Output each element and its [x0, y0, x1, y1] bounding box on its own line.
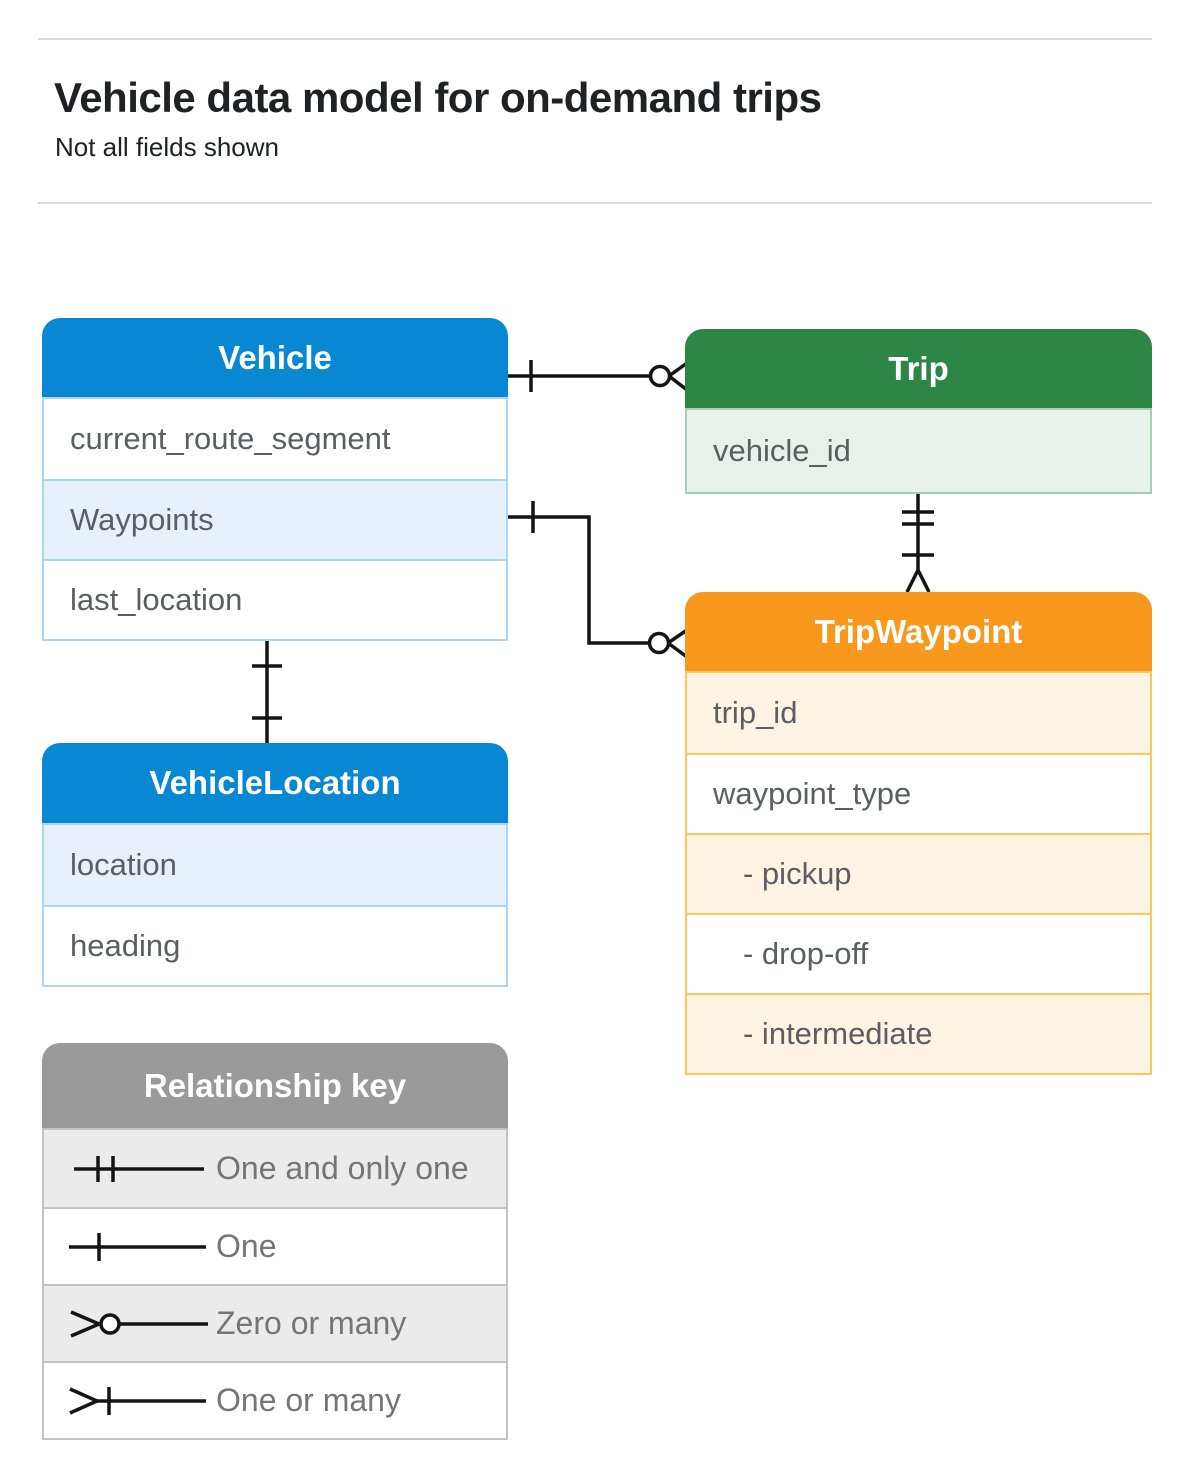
- trip-field-vehicle-id: vehicle_id: [687, 410, 1150, 492]
- legend-row-zero-or-many: Zero or many: [44, 1284, 506, 1361]
- legend-label: One and only one: [216, 1150, 469, 1186]
- connector-trip-tripwaypoint: [902, 490, 934, 593]
- connector-waypoints-tripwaypoint: [507, 501, 689, 659]
- header-divider: [38, 202, 1152, 204]
- vehiclelocation-table-header: VehicleLocation: [42, 743, 508, 823]
- tripwaypoint-value-pickup: - pickup: [687, 833, 1150, 913]
- connector-vehicle-trip: [507, 360, 689, 392]
- tripwaypoint-table-header: TripWaypoint: [685, 592, 1152, 671]
- vehicle-table-body: current_route_segment Waypoints last_loc…: [42, 397, 508, 641]
- legend-row-one-and-only-one: One and only one: [44, 1130, 506, 1207]
- trip-table: Trip vehicle_id: [685, 329, 1152, 494]
- connector-vehicle-vehiclelocation: [252, 637, 282, 743]
- trip-table-header: Trip: [685, 329, 1152, 408]
- tripwaypoint-value-intermediate: - intermediate: [687, 993, 1150, 1073]
- tripwaypoint-table-body: trip_id waypoint_type - pickup - drop-of…: [685, 671, 1152, 1075]
- tripwaypoint-value-drop-off: - drop-off: [687, 913, 1150, 993]
- vehiclelocation-table-body: location heading: [42, 823, 508, 987]
- vehicle-field-last-location: last_location: [44, 559, 506, 639]
- legend-row-one: One: [44, 1207, 506, 1284]
- zero-or-many-symbol: [70, 1309, 208, 1338]
- vehiclelocation-table: VehicleLocation location heading: [42, 743, 508, 987]
- legend-row-one-or-many: One or many: [44, 1361, 506, 1438]
- vehicle-table: Vehicle current_route_segment Waypoints …: [42, 318, 508, 641]
- relationship-key-body: One and only one One Zero or many: [42, 1128, 508, 1440]
- vehiclelocation-field-location: location: [44, 825, 506, 905]
- one-or-many-symbol: [69, 1386, 206, 1415]
- one-and-only-one-symbol: [74, 1155, 204, 1182]
- page-title: Vehicle data model for on-demand trips: [54, 74, 822, 121]
- vehiclelocation-field-heading: heading: [44, 905, 506, 985]
- page-subtitle: Not all fields shown: [55, 132, 279, 162]
- vehicle-field-current-route-segment: current_route_segment: [44, 399, 506, 479]
- tripwaypoint-field-waypoint-type: waypoint_type: [687, 753, 1150, 833]
- trip-table-body: vehicle_id: [685, 408, 1152, 494]
- vehicle-table-header: Vehicle: [42, 318, 508, 397]
- tripwaypoint-field-trip-id: trip_id: [687, 673, 1150, 753]
- legend-label: Zero or many: [216, 1305, 407, 1341]
- tripwaypoint-table: TripWaypoint trip_id waypoint_type - pic…: [685, 592, 1152, 1075]
- relationship-key: Relationship key One and only one One: [42, 1043, 508, 1440]
- relationship-key-header: Relationship key: [42, 1043, 508, 1128]
- legend-label: One or many: [216, 1382, 401, 1418]
- vehicle-field-waypoints: Waypoints: [44, 479, 506, 559]
- top-divider: [38, 38, 1152, 40]
- legend-label: One: [216, 1228, 277, 1264]
- one-symbol: [69, 1232, 206, 1261]
